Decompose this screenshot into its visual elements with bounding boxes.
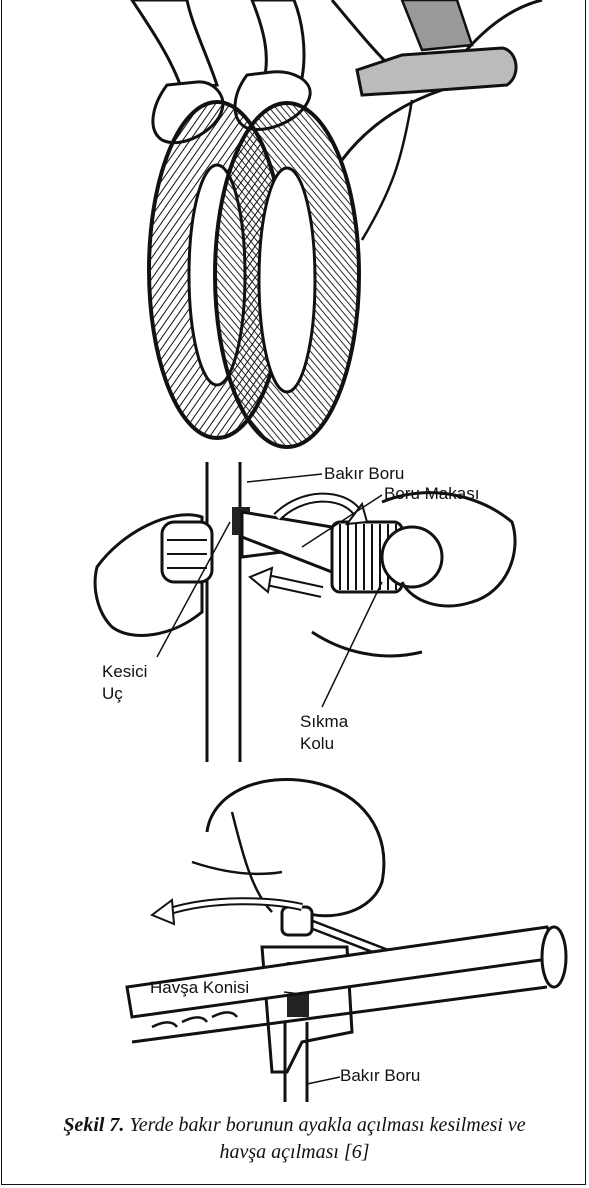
label-cutter-tip-line2: Uç — [102, 684, 123, 703]
label-copper-pipe-2: Bakır Boru — [340, 1066, 420, 1085]
leader-tightening-knob — [322, 582, 382, 707]
figure-number: Şekil 7. — [63, 1114, 124, 1136]
leader-copper-pipe — [247, 474, 322, 482]
caption-line-1: Şekil 7. Yerde bakır borunun ayakla açıl… — [2, 1112, 587, 1139]
caption-text-2: havşa açılması [6] — [2, 1139, 587, 1166]
figure-caption: Şekil 7. Yerde bakır borunun ayakla açıl… — [2, 1112, 587, 1166]
label-pipe-cutter: Boru Makası — [384, 484, 479, 503]
label-tightening-knob-line2: Kolu — [300, 734, 334, 753]
label-copper-pipe: Bakır Boru — [324, 464, 404, 483]
panel-coil-bending — [2, 0, 587, 462]
coil-illustration — [2, 0, 587, 462]
leader-copper-pipe-2 — [307, 1077, 340, 1084]
label-tightening-knob-line1: Sıkma — [300, 712, 348, 731]
flaring-tool-illustration — [2, 772, 587, 1102]
panel-flaring-tool: Havşa Konisi Bakır Boru — [2, 772, 587, 1102]
panel-tube-cutter: Bakır Boru Boru Makası Kesici Uç Sıkma K… — [2, 462, 587, 762]
label-flare-cone: Havşa Konisi — [150, 978, 249, 997]
tube-cutter-illustration — [2, 462, 587, 762]
caption-text-1: Yerde bakır borunun ayakla açılması kesi… — [129, 1114, 525, 1136]
label-cutter-tip-line1: Kesici — [102, 662, 147, 681]
